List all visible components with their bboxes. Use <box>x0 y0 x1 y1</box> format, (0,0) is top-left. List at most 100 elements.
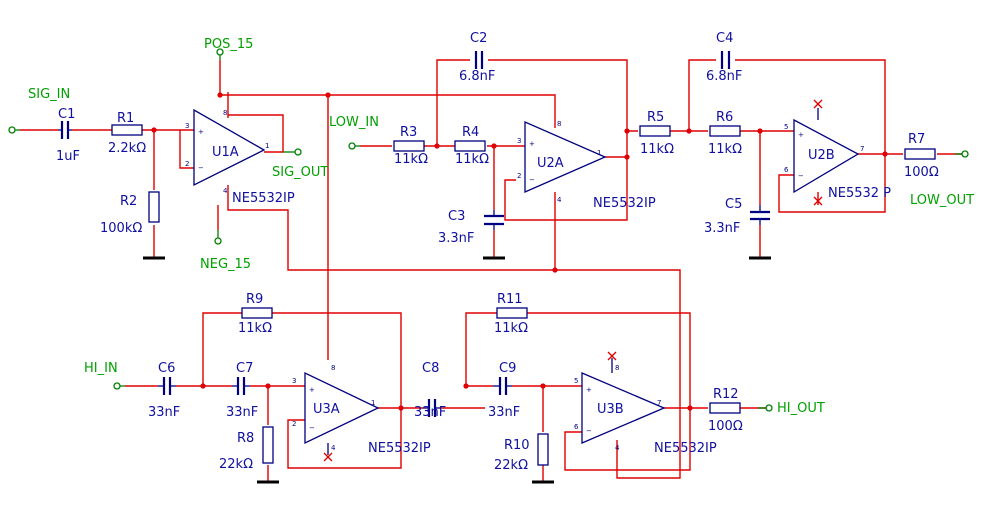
junction-dot <box>463 383 469 389</box>
r10-value: 22kΩ <box>494 458 528 473</box>
c5-ref: C5 <box>725 197 742 212</box>
pin-number: 6 <box>574 423 579 431</box>
junction-dot <box>325 92 331 98</box>
plus-sign: + <box>586 386 592 394</box>
c8-ref: C8 <box>422 361 439 376</box>
net-label-hi-in: HI_IN <box>84 361 118 376</box>
net-label-sig-in: SIG_IN <box>28 87 70 102</box>
nc-mark <box>813 196 823 206</box>
c4-value: 6.8nF <box>706 69 742 84</box>
pin-number: 1 <box>597 149 601 157</box>
sig-in-terminal <box>8 126 16 134</box>
nc-mark <box>813 99 823 109</box>
junction-dot <box>552 267 558 273</box>
u2b-ref: U2B <box>808 148 835 163</box>
resistor-r9 <box>241 307 273 319</box>
capacitor-c3 <box>484 210 504 230</box>
plus-sign: + <box>529 140 535 148</box>
pin-number: 4 <box>557 196 562 204</box>
resistor-r2 <box>148 191 160 223</box>
r6-value: 11kΩ <box>708 142 742 157</box>
c3-value: 3.3nF <box>438 231 474 246</box>
pin-number: 2 <box>517 172 521 180</box>
capacitor-c4 <box>720 51 731 69</box>
junction-dot <box>491 143 497 149</box>
minus-sign: − <box>586 427 592 435</box>
junction-dot <box>757 128 763 134</box>
junction-dot <box>624 128 630 134</box>
r7-value: 100Ω <box>904 165 939 180</box>
junction-dot <box>686 128 692 134</box>
hi-in-terminal <box>113 382 121 390</box>
opamp-u2b <box>793 118 860 194</box>
junctions <box>151 92 888 411</box>
junction-dot <box>540 383 546 389</box>
capacitor-c8 <box>423 399 441 417</box>
nc-mark <box>607 351 617 361</box>
capacitor-c2 <box>474 51 484 69</box>
pin-number: 2 <box>185 160 189 168</box>
junction-dot <box>624 154 630 160</box>
c7-ref: C7 <box>236 361 253 376</box>
r5-ref: R5 <box>647 110 664 125</box>
capacitor-c6 <box>158 377 176 395</box>
capacitor-c5 <box>750 205 770 225</box>
plus-sign: + <box>198 128 204 136</box>
junction-dot <box>200 383 206 389</box>
capacitors <box>58 51 770 417</box>
net-label-sig-out: SIG_OUT <box>272 165 328 180</box>
capacitor-c1 <box>58 121 72 139</box>
pin-number: 1 <box>265 142 269 150</box>
net-label-low-in: LOW_IN <box>329 115 379 130</box>
c1-ref: C1 <box>58 107 75 122</box>
junction-dot <box>265 383 271 389</box>
r1-ref: R1 <box>117 111 134 126</box>
r11-ref: R11 <box>497 292 523 307</box>
plus-sign: + <box>309 386 315 394</box>
pin-number: 1 <box>371 399 375 407</box>
r12-ref: R12 <box>713 387 739 402</box>
u2a-ref: U2A <box>537 156 564 171</box>
r8-ref: R8 <box>237 431 254 446</box>
pin-number: 8 <box>557 120 561 128</box>
opamp-u2a <box>524 121 607 193</box>
c9-ref: C9 <box>499 361 516 376</box>
c7-value: 33nF <box>226 405 258 420</box>
plus-sign: + <box>798 131 804 139</box>
junction-dot <box>151 127 157 133</box>
pin-number: 5 <box>574 377 578 385</box>
c8-value: 33nF <box>414 405 446 420</box>
resistor-r12 <box>709 402 741 414</box>
opamp-u3b <box>581 372 666 444</box>
pin-number: 8 <box>615 364 619 372</box>
r3-ref: R3 <box>400 125 417 140</box>
r4-value: 11kΩ <box>455 152 489 167</box>
pin-number: 4 <box>331 444 336 452</box>
net-labels: SIG_IN SIG_OUT POS_15 NEG_15 LOW_IN LOW_… <box>28 37 974 416</box>
opamp-u3a <box>304 371 380 445</box>
capacitor-c9 <box>493 377 512 395</box>
r8-value: 22kΩ <box>219 457 253 472</box>
u1a-ref: U1A <box>212 145 239 160</box>
u3b-model: NE5532IP <box>654 441 717 456</box>
pin-number: 4 <box>223 187 228 195</box>
resistor-r6 <box>709 125 741 137</box>
resistor-r1 <box>111 124 143 136</box>
r9-ref: R9 <box>246 292 263 307</box>
junction-dot <box>398 405 404 411</box>
minus-sign: − <box>798 172 804 180</box>
opamp-u1a <box>193 108 266 187</box>
pin-number: 8 <box>331 364 335 372</box>
resistor-r8 <box>262 426 274 464</box>
resistor-r7 <box>904 148 936 160</box>
resistor-r11 <box>496 307 528 319</box>
neg-15-terminal <box>214 237 222 245</box>
r3-value: 11kΩ <box>394 152 428 167</box>
c1-value: 1uF <box>56 149 80 164</box>
c9-value: 33nF <box>488 405 520 420</box>
pin-labels: 3 2 1 8 4 + − 3 2 1 8 4 + − 5 6 7 + − 3 … <box>185 109 864 452</box>
r6-ref: R6 <box>716 110 733 125</box>
minus-sign: − <box>529 176 535 184</box>
pin-number: 5 <box>784 123 788 131</box>
u3b-ref: U3B <box>597 402 624 417</box>
